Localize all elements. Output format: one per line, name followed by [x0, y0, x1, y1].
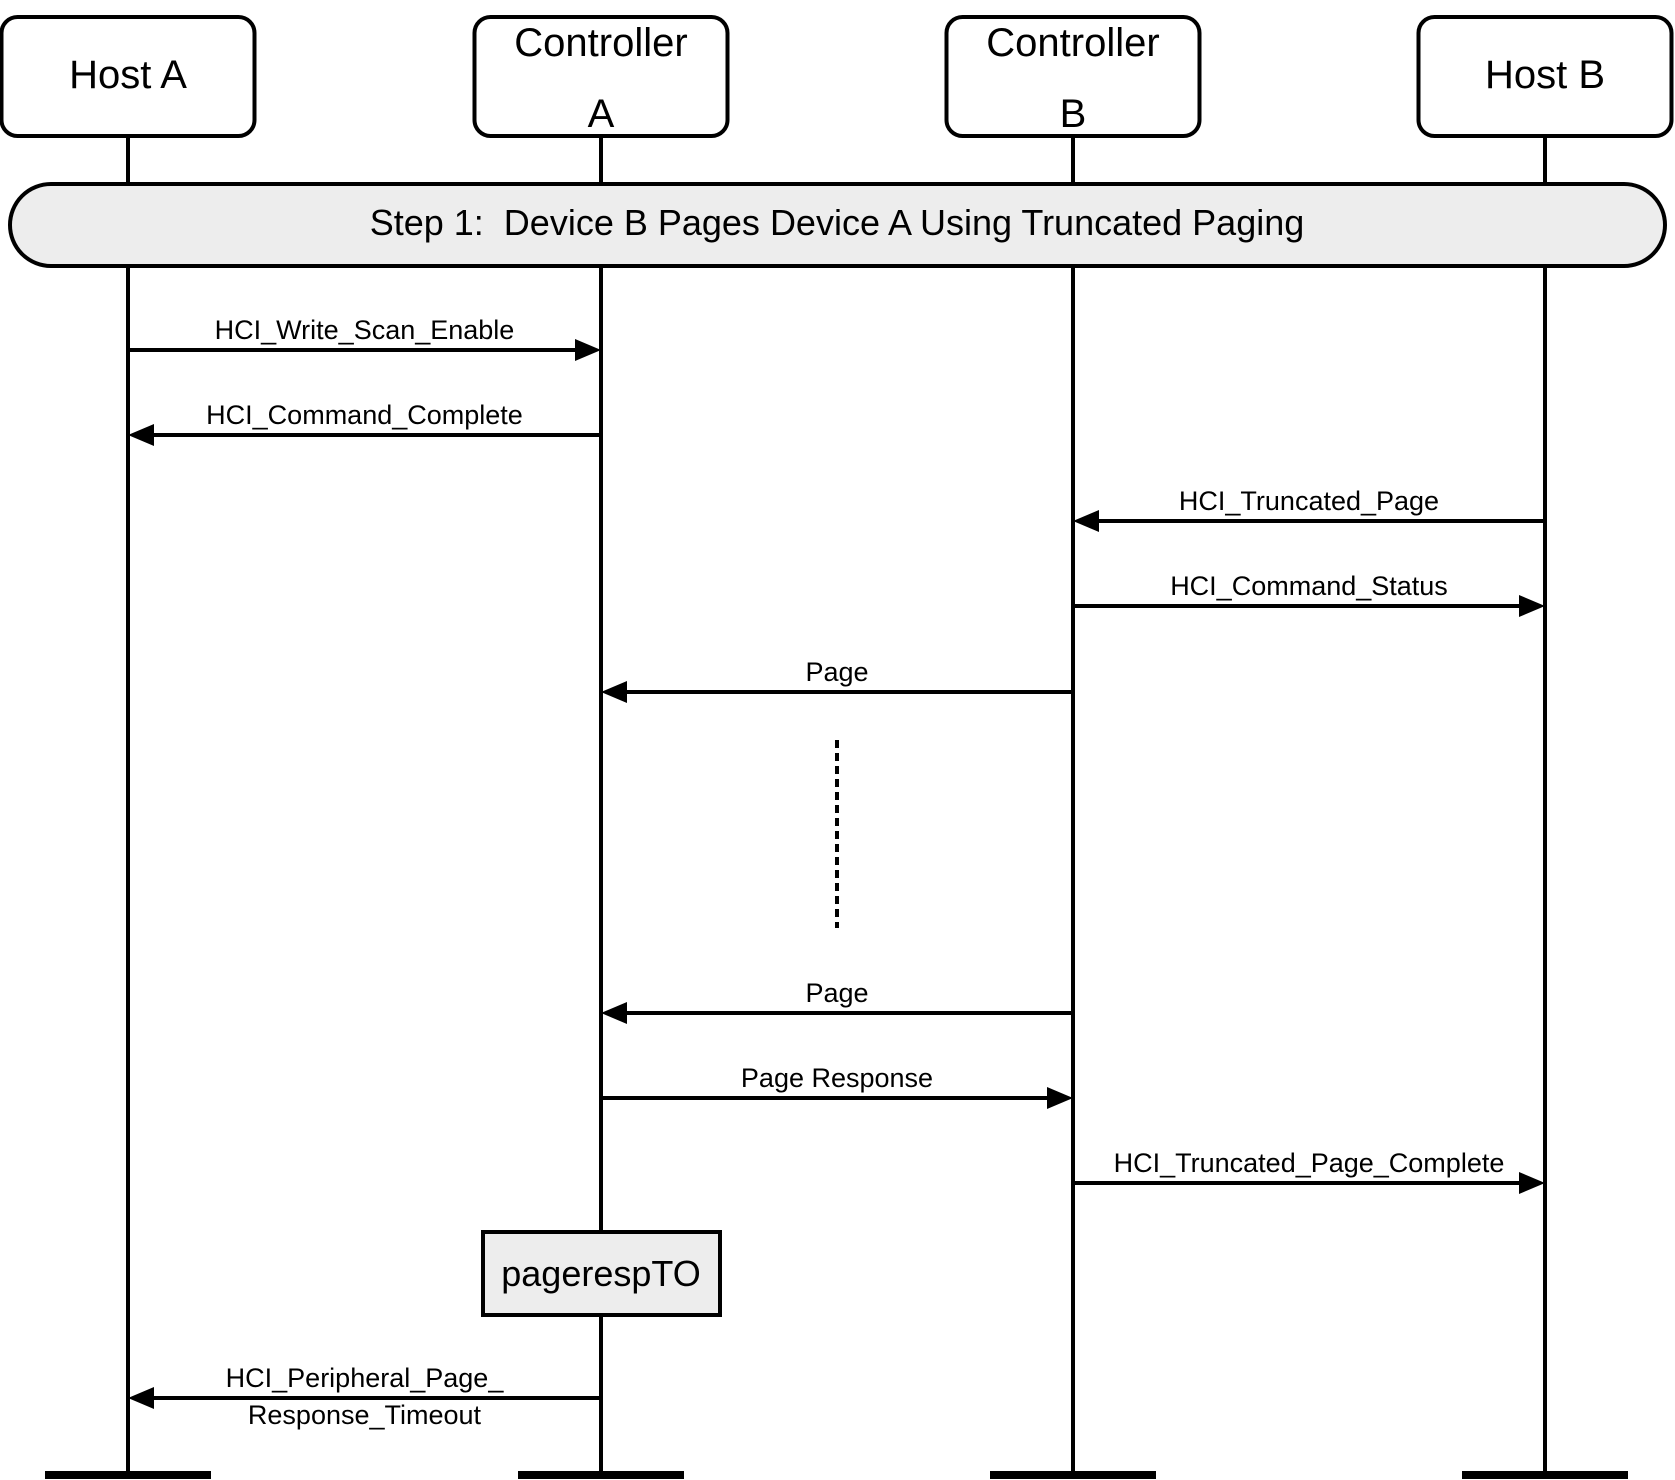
message-arrowhead: [1519, 595, 1545, 617]
participant-label: Controller: [514, 21, 687, 65]
participant-label: Host A: [69, 53, 187, 97]
message-label: HCI_Command_Status: [1170, 571, 1448, 601]
step-band-group: Step 1: Device B Pages Device A Using Tr…: [8, 182, 1667, 268]
message-label: HCI_Truncated_Page_Complete: [1114, 1148, 1505, 1178]
message-3: HCI_Truncated_Page: [1073, 486, 1545, 532]
participant-label: Controller: [986, 21, 1159, 65]
participant-box: [472, 15, 730, 138]
timer-label: pagerespTO: [501, 1253, 700, 1294]
message-arrowhead: [601, 681, 627, 703]
step-label: Step 1: Device B Pages Device A Using Tr…: [370, 202, 1305, 243]
message-label: HCI_Truncated_Page: [1179, 486, 1439, 516]
message-1: HCI_Write_Scan_Enable: [128, 315, 601, 361]
participant-box: [1416, 15, 1674, 138]
participant-box: [0, 15, 257, 138]
message-label: Response_Timeout: [248, 1400, 482, 1430]
message-label: Page: [805, 978, 868, 1008]
message-label: HCI_Command_Complete: [206, 400, 523, 430]
message-arrowhead: [128, 1387, 154, 1409]
participant-label: B: [1060, 92, 1087, 136]
message-label: Page Response: [741, 1063, 933, 1093]
timer-group: pagerespTO: [481, 1230, 722, 1317]
message-arrowhead: [1519, 1172, 1545, 1194]
message-2: HCI_Command_Complete: [128, 400, 601, 446]
participant-label: Host B: [1485, 53, 1605, 97]
message-7: Page Response: [601, 1063, 1073, 1109]
message-4: HCI_Command_Status: [1073, 571, 1545, 617]
message-arrowhead: [601, 1002, 627, 1024]
message-9: HCI_Peripheral_Page_ Response_Timeout: [128, 1363, 601, 1430]
message-label: Page: [805, 657, 868, 687]
message-label: HCI_Peripheral_Page_: [226, 1363, 505, 1393]
step-band: [8, 182, 1667, 268]
message-arrowhead: [1073, 510, 1099, 532]
message-5: Page: [601, 657, 1073, 703]
message-8: HCI_Truncated_Page_Complete: [1073, 1148, 1545, 1194]
messages: HCI_Write_Scan_EnableHCI_Command_Complet…: [128, 315, 1545, 1430]
participant-label: A: [588, 92, 615, 136]
message-arrowhead: [575, 339, 601, 361]
participant-hostB: Host B: [1416, 15, 1674, 138]
message-6: Page: [601, 978, 1073, 1024]
message-arrowhead: [1047, 1087, 1073, 1109]
participant-hostA: Host A: [0, 15, 257, 138]
message-label: HCI_Write_Scan_Enable: [215, 315, 515, 345]
timer-box: [481, 1230, 722, 1317]
message-arrowhead: [128, 424, 154, 446]
participant-box: [944, 15, 1202, 138]
lifelines: [45, 136, 1628, 1479]
